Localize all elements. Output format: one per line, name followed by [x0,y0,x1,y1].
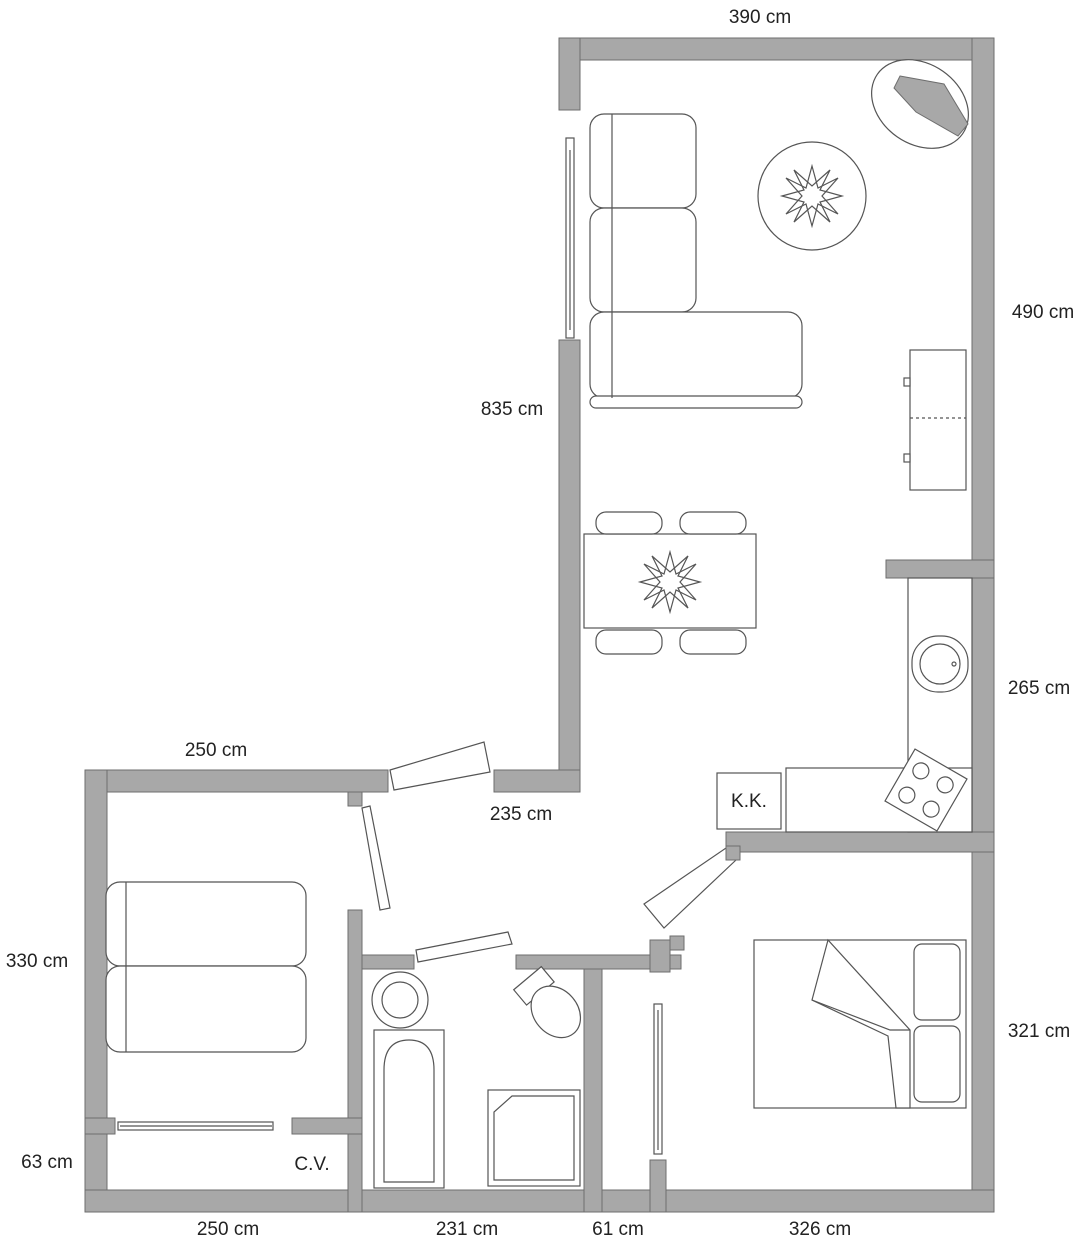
fridge-kk [716,772,782,830]
wall-closet-left [84,1117,116,1135]
wall-right-lower [971,577,995,1213]
wall-bath-corridor [583,968,603,1213]
wall-closet-right [291,1117,363,1135]
bathroom [371,965,582,1189]
dim-top-width: 390 cm [729,7,791,28]
kitchen: K.K. [716,577,973,833]
fridge-kk-label: K.K. [731,791,767,812]
windows [117,137,663,1155]
round-coffee-table [757,141,867,251]
dim-kitchen-right: 265 cm [1008,678,1070,699]
dim-bedroom-left: 330 cm [6,951,68,972]
dim-bedroom-top: 250 cm [185,740,247,761]
wall-bedroom-bath [347,909,363,1213]
walls [84,37,995,1213]
dim-bottom-master: 326 cm [789,1219,851,1240]
wall-bottom [84,1189,995,1213]
chair-1 [595,511,663,535]
toilet-icon [512,965,582,1039]
wall-master-left-top [649,939,671,973]
dim-bottom-bath: 231 cm [436,1219,498,1240]
entrance-door [389,741,491,791]
wall-master-top [725,831,995,853]
flower-icon-2 [637,549,703,615]
master-bedroom [753,938,967,1109]
wall-bedroom-left [84,769,108,1213]
cabinet-handle-1 [903,377,911,387]
wall-master-left-bottom [649,1159,667,1213]
bathroom-door [415,931,513,963]
master-pillow-2 [913,1025,961,1103]
sofa-base [589,395,803,409]
wall-right-upper [971,37,995,579]
dim-living-left: 835 cm [481,399,543,420]
stove-icon [884,748,968,832]
sofa-cushion-1 [589,113,697,209]
living-furniture [583,59,969,655]
chair-2 [679,511,747,535]
bed-pillow-1 [105,881,307,967]
wall-living-left-lower [558,339,581,793]
chair-4 [679,629,747,655]
bathroom-sink [371,971,429,1029]
dim-master-right: 321 cm [1008,1021,1070,1042]
wall-kitchen-partition [885,559,995,579]
master-door-jamb-2 [669,935,685,951]
master-door-jamb [725,845,741,861]
dim-closet-left: 63 cm [21,1152,73,1173]
bed-pillow-2 [105,965,307,1053]
dim-bottom-corridor: 61 cm [592,1219,644,1240]
bedroom-left: C.V. [105,881,330,1175]
dim-entry-step: 235 cm [490,804,552,825]
tv-icon [893,75,969,137]
cabinet-handle-2 [903,453,911,463]
cabinet [909,349,967,491]
master-pillow-1 [913,943,961,1021]
dim-bottom-bedroom: 250 cm [197,1219,259,1240]
flower-icon [779,163,845,229]
chair-3 [595,629,663,655]
sofa-cushion-3 [589,311,803,399]
master-door [643,847,737,929]
wall-entry-right [493,769,581,793]
sofa-cushion-2 [589,207,697,313]
dimension-labels: 390 cm 490 cm 835 cm 265 cm 250 cm 235 c… [6,7,1074,1240]
wall-living-left-upper [558,37,581,111]
wall-bedroom-top [84,769,389,793]
bedroom-door [361,805,391,911]
wall-bath-top-left [361,954,415,970]
dim-right-upper: 490 cm [1012,302,1074,323]
closet-cv-label: C.V. [294,1154,329,1175]
wall-top [558,37,995,61]
shower [487,1089,581,1187]
doors [361,741,741,963]
wall-bedroom-door-stub [347,791,363,807]
